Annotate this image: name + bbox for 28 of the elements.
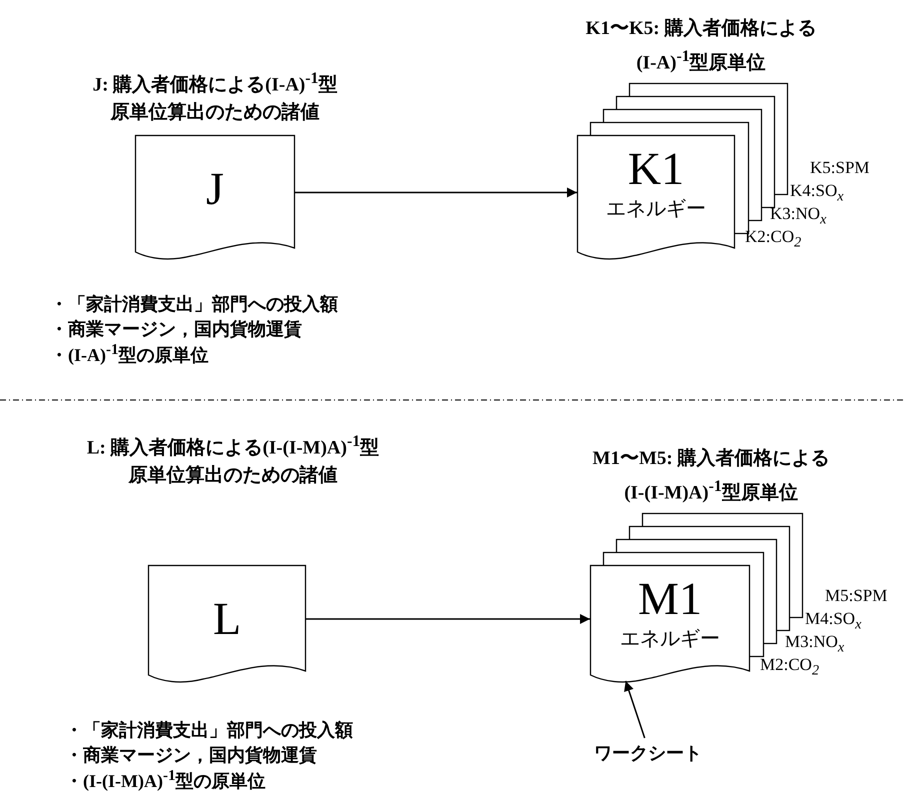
sheet-subtitle: エネルギー <box>605 195 707 222</box>
sheet-label: M4:SO$_{x}$ <box>805 609 862 634</box>
bullet-item: ・(I-(I-M)A)$^{-1}$型の原単位 <box>65 768 266 793</box>
arrow <box>624 680 646 738</box>
bullet-item: ・(I-A)$^{-1}$型の原単位 <box>50 342 208 367</box>
sheet-label: K2:CO$_{2}$ <box>745 227 802 252</box>
sheet-label: K3:NO$_{x}$ <box>770 204 826 228</box>
sheet-title: M1 <box>637 573 703 625</box>
sheet-label: M2:CO$_{2}$ <box>760 655 820 680</box>
heading: L: 購入者価格による(I-(I-M)A)$^{-1}$型原単位算出のための諸値 <box>86 432 380 488</box>
sheet-label: K4:SO$_{x}$ <box>790 181 844 206</box>
arrow <box>295 188 577 198</box>
sheet-title: L <box>212 593 242 645</box>
heading: J: 購入者価格による(I-A)$^{-1}$型原単位算出のための諸値 <box>92 69 338 126</box>
sheet-title: K1 <box>626 143 686 195</box>
bullet-item: ・「家計消費支出」部門への投入額 <box>65 719 353 742</box>
heading: K1〜K5: 購入者価格による(I-A)$^{-1}$型原単位 <box>584 16 818 76</box>
bullet-item: ・「家計消費支出」部門への投入額 <box>50 293 338 316</box>
arrow <box>306 614 590 624</box>
sheet-label: M5:SPM <box>825 586 888 606</box>
sheet-subtitle: エネルギー <box>619 625 721 652</box>
heading: M1〜M5: 購入者価格による(I-(I-M)A)$^{-1}$型原単位 <box>592 446 830 506</box>
bullet-item: ・商業マージン，国内貨物運賃 <box>65 744 317 767</box>
callout-label: ワークシート <box>593 742 703 765</box>
sheet-title: J <box>205 163 225 215</box>
bullet-item: ・商業マージン，国内貨物運賃 <box>50 318 302 341</box>
sheet-label: K5:SPM <box>810 158 870 178</box>
sheet-label: M3:NO$_{x}$ <box>785 632 844 656</box>
